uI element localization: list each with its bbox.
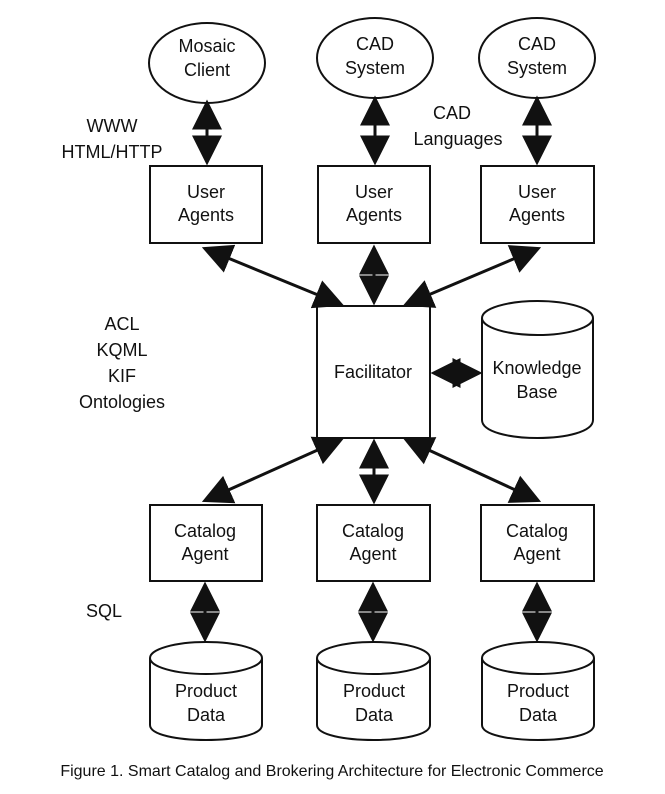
product-data-cylinder-left: Product Data <box>149 641 263 741</box>
top-node-cad-system-right-line2: System <box>507 58 567 78</box>
knowledge-base-cylinder: Knowledge Base <box>481 300 594 439</box>
user-agents-right-line2: Agents <box>509 205 565 225</box>
top-node-mosaic-client-line2: Client <box>184 60 230 80</box>
product-data-middle-line1: Product <box>343 681 405 701</box>
kif-label: KIF <box>108 366 136 386</box>
arrow-user-agents-left-facilitator <box>201 244 345 309</box>
top-node-cad-system-right-line1: CAD <box>518 34 556 54</box>
knowledge-base-line1: Knowledge <box>492 358 581 378</box>
arrow-user-agents-right-facilitator <box>402 245 542 308</box>
user-agents-box-left: User Agents <box>149 165 263 244</box>
kqml-label: KQML <box>96 340 147 360</box>
top-node-mosaic-client-line1: Mosaic <box>178 36 235 56</box>
product-data-right-line2: Data <box>519 705 558 725</box>
figure-caption: Figure 1. Smart Catalog and Brokering Ar… <box>60 763 603 780</box>
product-data-left-line1: Product <box>175 681 237 701</box>
product-data-right-line1: Product <box>507 681 569 701</box>
user-agents-right-line1: User <box>518 182 556 202</box>
top-node-cad-system-middle-line1: CAD <box>356 34 394 54</box>
sql-label: SQL <box>86 601 122 621</box>
top-node-cad-system-middle-line2: System <box>345 58 405 78</box>
acl-label: ACL <box>104 314 139 334</box>
top-node-cad-system-right: CAD System <box>478 17 596 99</box>
product-data-left-line2: Data <box>187 705 226 725</box>
user-agents-left-line1: User <box>187 182 225 202</box>
catalog-agent-box-middle: Catalog Agent <box>316 504 431 582</box>
top-node-cad-system-middle: CAD System <box>316 17 434 99</box>
catalog-agent-left-line1: Catalog <box>174 521 236 541</box>
connections <box>190 95 552 643</box>
protocol-labels: ACL KQML KIF Ontologies <box>79 314 165 412</box>
www-label: WWW HTML/HTTP <box>62 116 163 162</box>
www-label-line1: WWW <box>87 116 138 136</box>
cad-languages-label: CAD Languages <box>413 103 502 149</box>
catalog-agent-right-line1: Catalog <box>506 521 568 541</box>
knowledge-base-line2: Base <box>516 382 557 402</box>
product-data-middle-line2: Data <box>355 705 394 725</box>
top-node-mosaic-client: Mosaic Client <box>148 22 266 104</box>
cad-languages-line2: Languages <box>413 129 502 149</box>
catalog-agent-box-right: Catalog Agent <box>480 504 595 582</box>
product-data-cylinder-right: Product Data <box>481 641 595 741</box>
user-agents-middle-line1: User <box>355 182 393 202</box>
catalog-agent-left-line2: Agent <box>181 544 228 564</box>
user-agents-box-right: User Agents <box>480 165 595 244</box>
user-agents-box-middle: User Agents <box>317 165 431 244</box>
catalog-agent-middle-line2: Agent <box>349 544 396 564</box>
ontologies-label: Ontologies <box>79 392 165 412</box>
cad-languages-line1: CAD <box>433 103 471 123</box>
arrow-facilitator-catalog-right <box>402 437 542 503</box>
facilitator-label: Facilitator <box>334 362 412 382</box>
facilitator-box: Facilitator <box>316 305 431 439</box>
arrow-facilitator-catalog-left <box>201 436 345 504</box>
user-agents-middle-line2: Agents <box>346 205 402 225</box>
catalog-agent-box-left: Catalog Agent <box>149 504 263 582</box>
user-agents-left-line2: Agents <box>178 205 234 225</box>
catalog-agent-right-line2: Agent <box>513 544 560 564</box>
product-data-cylinder-middle: Product Data <box>316 641 431 741</box>
www-label-line2: HTML/HTTP <box>62 142 163 162</box>
catalog-agent-middle-line1: Catalog <box>342 521 404 541</box>
